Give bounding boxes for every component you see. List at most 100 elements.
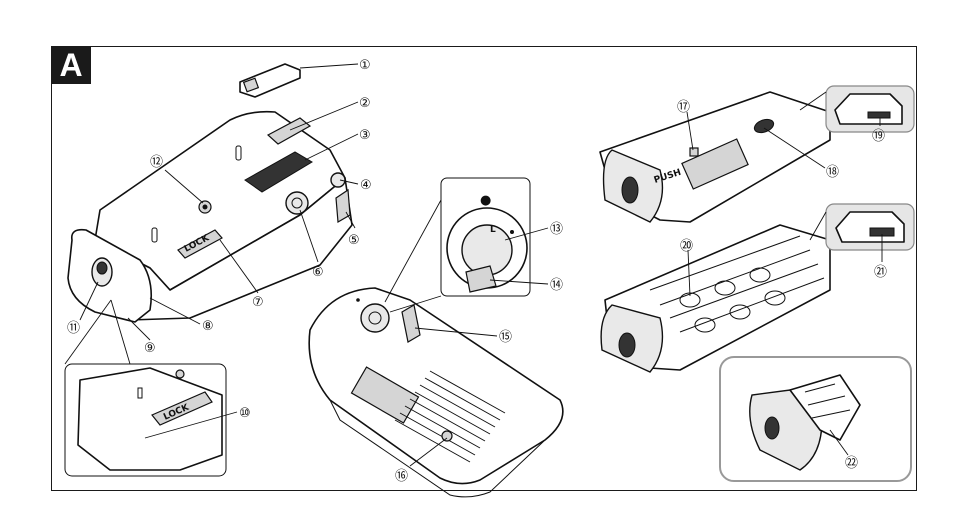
inset-socket: [175, 369, 185, 379]
grip-pin-rear: [235, 145, 242, 161]
holder-upper-release: [621, 176, 639, 204]
inset-pin: [137, 387, 143, 399]
leader-5: [345, 211, 356, 229]
connector-upper-shell: [834, 93, 903, 125]
end-cap-release: [764, 416, 780, 440]
inset-leader-left: [64, 299, 112, 365]
leader-17: [686, 111, 694, 151]
leader-16: [409, 437, 448, 467]
vgrip-dot: [356, 298, 360, 302]
figure-frame: [51, 46, 917, 491]
grip-top-slot: [266, 117, 312, 145]
sub-command-dial: [335, 188, 351, 223]
vertical-grip-illustration: [308, 287, 564, 498]
dial-on-dot: [510, 230, 514, 234]
holder-latch: [689, 147, 699, 157]
dial-inset-leader-bottom: [389, 295, 442, 313]
leader-3: [304, 133, 359, 161]
leader-4: [339, 179, 359, 185]
callout-18: ⑱: [826, 165, 839, 180]
dial-inset-leader-top: [384, 199, 442, 303]
leader-9: [127, 317, 151, 341]
callout-22: ㉒: [845, 456, 858, 471]
vgrip-tripod-socket: [441, 430, 453, 442]
connector-lower-leader: [809, 211, 827, 241]
connector-upper-pins: [867, 111, 891, 119]
leader-13: [504, 227, 549, 241]
vgrip-command-dial: [401, 304, 421, 343]
callout-labels: ① ② ③ ④ ⑤ ⑥ ⑦ ⑧ ⑨ ⑩ ⑪ ⑫ ⑬ ⑭ ⑮ ⑯ ⑰ ⑱ ⑲ ⑳ …: [67, 58, 887, 484]
callout-5: ⑤: [348, 233, 360, 248]
battery-grip-illustration: LOCK: [67, 110, 353, 323]
connector-upper-leader: [799, 91, 827, 111]
leader-20: [687, 249, 691, 297]
callout-6: ⑥: [312, 265, 324, 280]
multi-selector: [285, 191, 309, 215]
callout-9: ⑨: [144, 341, 156, 356]
leader-22: [829, 429, 849, 456]
tray-cells: [649, 235, 825, 333]
leader-14: [489, 279, 549, 285]
leader-1: [299, 63, 359, 69]
vgrip-bottom-edge: [329, 399, 546, 498]
shutter-release-button: [96, 261, 108, 275]
callout-7: ⑦: [252, 295, 264, 310]
callout-19: ⑲: [872, 129, 885, 144]
callout-21: ㉑: [874, 265, 887, 280]
battery-tray: [600, 224, 831, 373]
vgrip-multi-selector-center: [368, 311, 382, 325]
inset-grip-body: [77, 367, 223, 471]
callout-10: ⑩: [239, 406, 251, 421]
callout-16: ⑯: [395, 469, 408, 484]
inset-screw-wheel: [151, 391, 213, 426]
leader-15: [414, 327, 498, 337]
leader-10: [144, 411, 238, 439]
vgrip-body: [308, 287, 564, 485]
callout-11: ⑪: [67, 321, 80, 336]
leader-18: [763, 127, 826, 169]
leader-8: [149, 297, 201, 325]
callout-15: ⑮: [499, 330, 512, 345]
leader-11: [79, 281, 99, 321]
connector-inset-lower: [809, 203, 915, 251]
grip-contact-block: [244, 151, 313, 193]
callout-3: ③: [359, 128, 371, 143]
callout-14: ⑭: [550, 278, 563, 293]
leader-6: [299, 209, 319, 263]
tray-release: [618, 332, 636, 358]
holder-terminal: [753, 118, 775, 134]
leader-lines: [79, 63, 883, 467]
af-on-button: [330, 172, 346, 188]
connector-inset-upper: [799, 85, 915, 133]
end-cap-inset: [719, 356, 912, 482]
connector-lower-shell: [835, 211, 905, 243]
contact-cover-tab: [242, 77, 260, 93]
inset-lock-view: LOCK: [64, 299, 227, 477]
vgrip-grille: [394, 370, 506, 463]
leader-2: [289, 101, 359, 131]
grip-pin: [151, 227, 158, 243]
mount-screw-wheel: [177, 229, 223, 259]
holder-upper-label: [681, 138, 749, 190]
end-cap-ribs: [804, 383, 851, 419]
callout-12: ⑫: [150, 155, 163, 170]
battery-holder-upper: PUSH: [599, 91, 831, 223]
leader-7: [219, 239, 259, 294]
dial-L-mark: L: [490, 225, 496, 235]
callout-4: ④: [360, 178, 372, 193]
multi-selector-center: [291, 197, 303, 209]
dial-dot-mark: ●: [480, 193, 491, 208]
callout-2: ②: [359, 96, 371, 111]
callout-17: ⑰: [677, 100, 690, 115]
leader-12: [164, 169, 204, 204]
dial-lever: [465, 265, 497, 293]
callout-1: ①: [359, 58, 371, 73]
vgrip-label-plate: [350, 366, 420, 424]
vgrip-multi-selector: [360, 303, 390, 333]
panel-letter-badge: A: [51, 46, 91, 84]
callout-8: ⑧: [202, 319, 214, 334]
callout-20: ⑳: [680, 239, 693, 254]
callout-13: ⑬: [550, 222, 563, 237]
inset-leader-right: [110, 299, 131, 365]
